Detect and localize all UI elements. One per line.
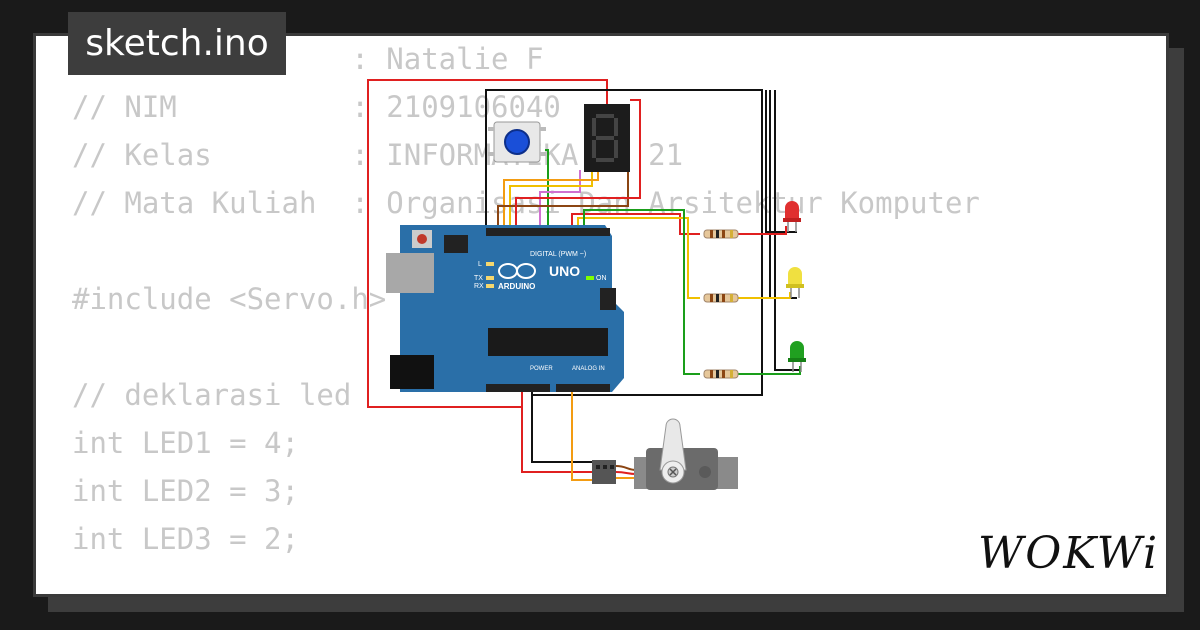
wire-black-gnd [485, 89, 763, 396]
file-tab[interactable]: sketch.ino [68, 12, 286, 75]
wokwi-logo: WOKWi [978, 528, 1160, 579]
icsp-header [444, 235, 468, 253]
power-jack [390, 355, 434, 389]
digital-label: DIGITAL (PWM ~) [530, 251, 586, 258]
wire-red-segment-d [515, 99, 641, 230]
resistor-3 [703, 369, 739, 379]
code-line: #include <Servo.h> [72, 282, 387, 316]
wire-green-res3 [738, 366, 801, 375]
digital-header [486, 228, 610, 236]
push-button[interactable] [488, 121, 546, 163]
led-red-icon [783, 201, 801, 232]
arduino-logo-icon [498, 263, 536, 279]
button-cap-icon[interactable] [504, 129, 530, 155]
wire-black-led-green [774, 90, 800, 371]
wire-yellow-led2 [577, 217, 700, 299]
code-line: int LED2 = 3; [72, 474, 299, 508]
resistor-1 [703, 229, 739, 239]
resistor-2 [703, 293, 739, 303]
l-label: L [478, 261, 482, 268]
wire-red-led1 [571, 213, 700, 235]
code-line: // Mata Kuliah : Organisasi Dan Arsitekt… [72, 186, 980, 220]
servo-motor [592, 418, 738, 490]
reset-button-icon[interactable] [417, 234, 427, 244]
arduino-uno-board: L TX RX ON DIGITAL (PWM ~) UNO ARDUINO P… [386, 225, 624, 392]
digit-segments [592, 114, 618, 162]
code-line: int LED1 = 4; [72, 426, 299, 460]
wire-yellow-res2 [738, 292, 791, 299]
wire-red-servo [521, 392, 592, 473]
wire-green-led3 [583, 209, 700, 375]
tx-label: TX [474, 275, 483, 282]
code-line: int LED3 = 2; [72, 522, 299, 556]
code-line: // NIM : 2109106040 [72, 90, 561, 124]
seven-segment-display [584, 104, 630, 172]
wire-orange-servo [571, 392, 592, 481]
analog-header [556, 384, 610, 392]
wires [367, 79, 801, 481]
led-green-icon [788, 341, 806, 372]
board-brand: ARDUINO [498, 282, 535, 291]
power-label: POWER [530, 366, 553, 372]
wire-black-servo [531, 392, 592, 463]
usb-port [386, 253, 434, 293]
board-model: UNO [549, 263, 580, 279]
microcontroller-chip [488, 328, 608, 356]
led-yellow-icon [786, 267, 804, 298]
rx-label: RX [474, 283, 484, 290]
code-line: // Kelas : INFORMATIKA A2 21 [72, 138, 684, 172]
code-line: // deklarasi led [72, 378, 352, 412]
analog-label: ANALOG IN [572, 366, 605, 372]
icsp2-header [600, 288, 616, 310]
wire-yellow-segment-a [509, 170, 593, 230]
on-label: ON [596, 275, 607, 282]
wire-green-button [545, 149, 549, 230]
wire-red-res1 [738, 226, 787, 235]
power-header [486, 384, 550, 392]
